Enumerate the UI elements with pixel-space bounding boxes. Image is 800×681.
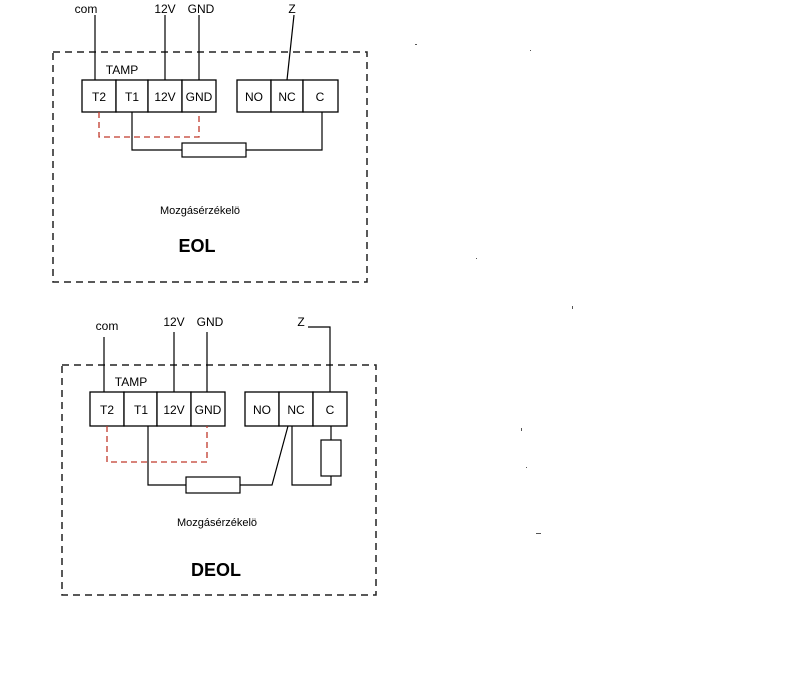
eol-terminal-no-label: NO	[245, 90, 263, 104]
eol-wire-com-label: com	[75, 2, 98, 16]
speck	[526, 467, 527, 468]
eol-terminal-t1-label: T1	[125, 90, 139, 104]
eol-resistor	[181, 142, 247, 158]
eol-diagram: T2 T1 12V GND NO NC C TAMP com 12V GND Z	[52, 2, 368, 283]
deol-alarm-resistor-wire-left	[291, 426, 332, 486]
eol-tamp-label: TAMP	[106, 63, 138, 77]
deol-terminal-nc-label: NC	[287, 403, 305, 417]
deol-wire-z-label: Z	[297, 315, 304, 329]
eol-wire-z-label: Z	[288, 2, 295, 16]
eol-terminal-block-right: NO NC C	[236, 79, 339, 113]
speck	[415, 44, 417, 45]
eol-frame	[52, 51, 368, 283]
deol-resistor-wire-right	[240, 425, 289, 486]
scan-specks	[415, 44, 573, 534]
deol-terminal-block-left: T2 T1 12V GND	[89, 391, 226, 427]
speck	[521, 428, 522, 431]
eol-caption: Mozgásérzékelö	[160, 205, 240, 217]
deol-terminal-c-label: C	[326, 403, 335, 417]
eol-wire-gnd-label: GND	[188, 2, 215, 16]
deol-tamper-loop	[106, 426, 208, 463]
deol-title: DEOL	[191, 560, 241, 580]
speck	[572, 306, 573, 309]
deol-terminal-gnd-label: GND	[195, 403, 222, 417]
speck	[536, 533, 541, 534]
eol-terminal-block-left: T2 T1 12V GND	[81, 79, 217, 113]
deol-terminal-12v-label: 12V	[163, 403, 184, 417]
eol-terminal-t2-label: T2	[92, 90, 106, 104]
speck	[530, 50, 531, 51]
deol-resistor-wire-left	[147, 426, 186, 486]
deol-wire-com-label: com	[96, 319, 119, 333]
deol-terminal-gnd	[190, 391, 226, 427]
eol-terminal-c-label: C	[316, 90, 325, 104]
deol-terminal-t2-label: T2	[100, 403, 114, 417]
deol-terminal-c	[312, 391, 348, 427]
deol-terminal-no-label: NO	[253, 403, 271, 417]
eol-terminal-c	[302, 79, 339, 113]
deol-terminal-nc	[278, 391, 314, 427]
deol-frame	[61, 364, 377, 596]
eol-resistor-wire-right	[246, 112, 323, 151]
eol-terminal-gnd	[181, 79, 217, 113]
deol-terminal-block-right: NO NC C	[244, 391, 348, 427]
deol-terminal-t1-label: T1	[134, 403, 148, 417]
deol-caption: Mozgásérzékelö	[177, 517, 257, 529]
deol-tamp-label: TAMP	[115, 375, 147, 389]
eol-terminal-gnd-label: GND	[186, 90, 213, 104]
deol-wire-12v-label: 12V	[163, 315, 184, 329]
eol-tamper-loop	[98, 112, 200, 138]
eol-resistor-wire-left	[131, 112, 182, 151]
deol-resistor-alarm	[320, 439, 342, 477]
deol-diagram: T2 T1 12V GND NO NC C TAMP com 12V GND Z	[61, 315, 377, 596]
eol-title: EOL	[178, 236, 215, 256]
speck	[476, 258, 477, 259]
eol-wire-12v-label: 12V	[154, 2, 175, 16]
deol-resistor-eol	[185, 476, 241, 494]
deol-terminal-t1	[123, 391, 158, 427]
eol-terminal-12v-label: 12V	[154, 90, 175, 104]
eol-terminal-t1	[115, 79, 149, 113]
eol-wire-z	[286, 14, 295, 81]
deol-wire-gnd-label: GND	[197, 315, 224, 329]
eol-terminal-nc-label: NC	[278, 90, 296, 104]
deol-wire-z	[308, 326, 331, 392]
